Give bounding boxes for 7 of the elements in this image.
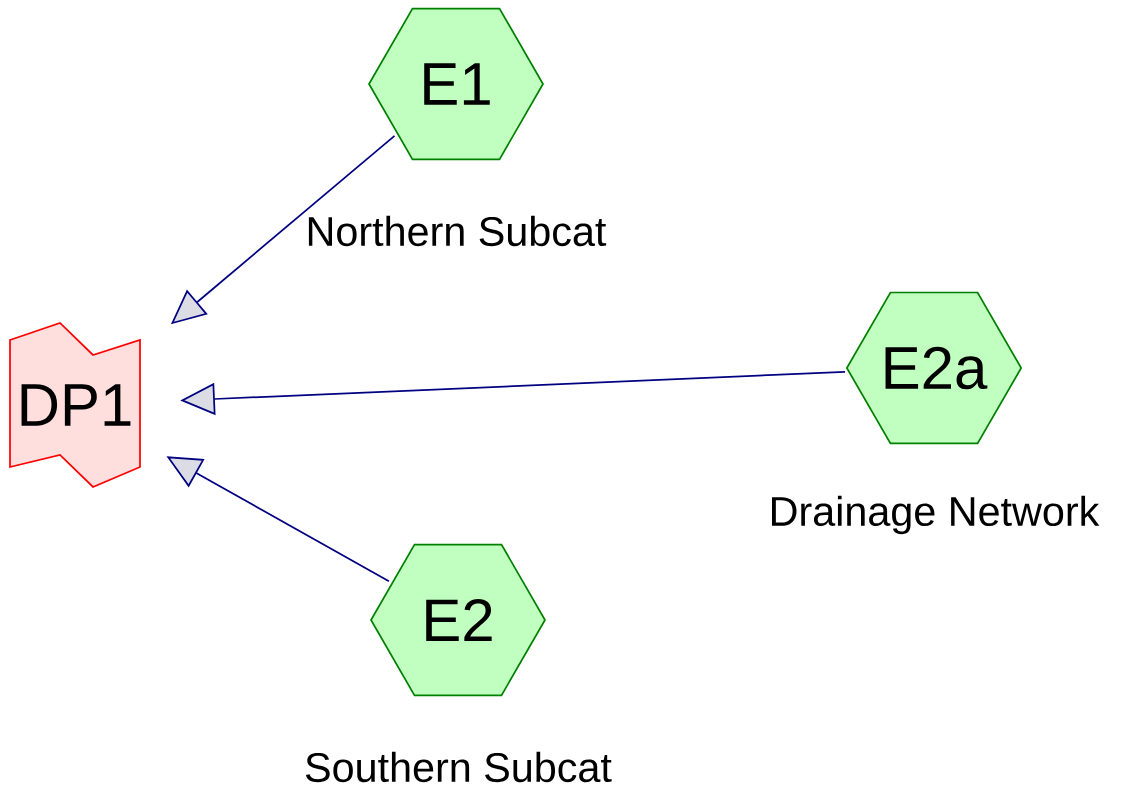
notched-flag-node: DP1: [9, 322, 141, 488]
hexagon-node: E2: [370, 543, 546, 697]
hexagon-node: E1: [368, 7, 544, 161]
node-caption: Southern Subcat: [305, 751, 612, 783]
hexagon-node: E2a: [845, 291, 1023, 445]
node-caption: Northern Subcat: [308, 215, 607, 247]
node-caption: Drainage Network: [772, 495, 1100, 535]
